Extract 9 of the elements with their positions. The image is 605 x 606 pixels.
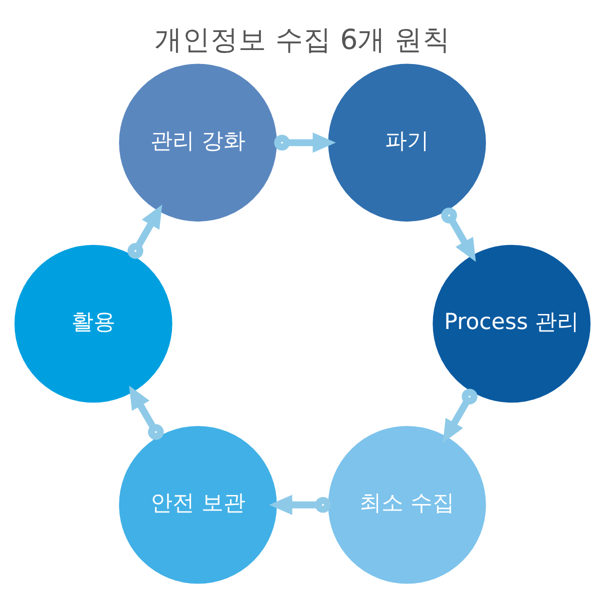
arrow bbox=[441, 208, 476, 262]
node-circle: 최소 수집 bbox=[326, 424, 488, 586]
arrow bbox=[128, 204, 162, 259]
arrow bbox=[129, 386, 164, 440]
arrow bbox=[442, 388, 478, 443]
node-circle: 관리 강화 bbox=[118, 62, 278, 223]
arrow bbox=[269, 494, 331, 515]
arrow bbox=[274, 132, 336, 153]
diagram-title: 개인정보 수집 6개 원칙 bbox=[154, 23, 450, 56]
